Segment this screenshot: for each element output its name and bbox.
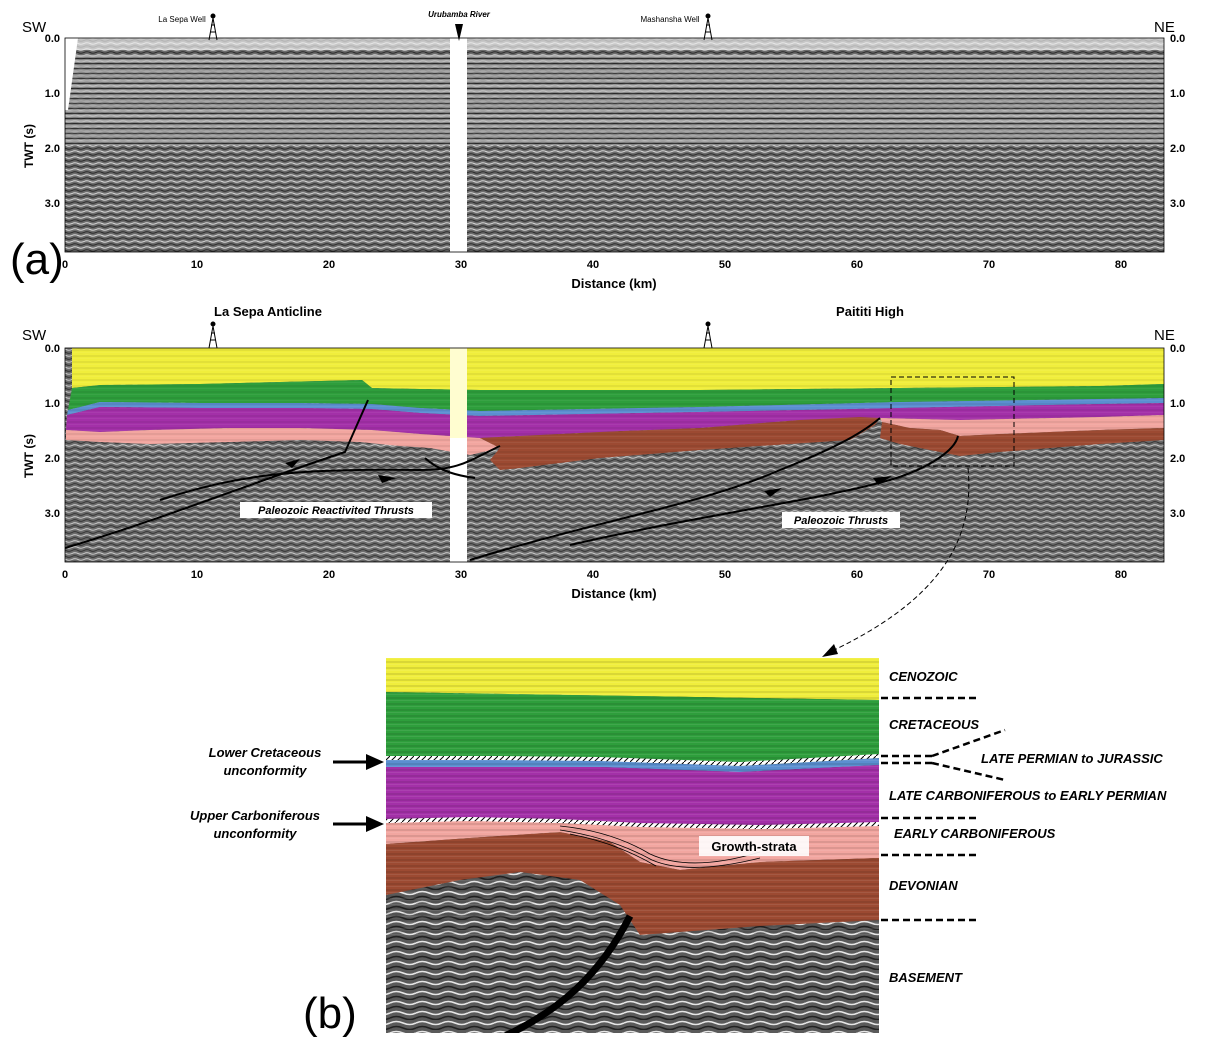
x-tick: 50 [719, 569, 731, 581]
river-arrow-icon [455, 24, 463, 41]
y-tick: 0.0 [45, 343, 60, 355]
lower-cretaceous-unconformity [386, 754, 879, 767]
corner-sw-b: SW [22, 327, 47, 344]
fault-line [503, 914, 634, 1033]
y-tick: 1.0 [1170, 398, 1185, 410]
well-label-la-sepa: La Sepa Well [158, 15, 206, 24]
thrust-arrow-icons [285, 459, 892, 497]
well-icon-mashansha [703, 13, 713, 41]
y-tick: 3.0 [45, 198, 60, 210]
label-reactivated-thrusts: Paleozoic Reactivited Thrusts [258, 505, 414, 517]
y-ticks-right-b: 0.0 1.0 2.0 3.0 [1170, 343, 1185, 520]
x-tick: 10 [191, 569, 203, 581]
panel-label-b: (b) [303, 989, 357, 1038]
unit-permian-jurassic: LATE PERMIAN to JURASSIC [981, 751, 1163, 766]
x-tick: 60 [851, 259, 863, 271]
well-icon-mashansha-2 [703, 321, 713, 349]
x-tick: 30 [455, 569, 467, 581]
growth-strata-lines [559, 825, 761, 868]
well-label-mashansha: Mashansha Well [641, 15, 700, 24]
x-axis-label-b: Distance (km) [571, 586, 656, 601]
y-tick: 3.0 [1170, 198, 1185, 210]
x-axis-label-a: Distance (km) [571, 276, 656, 291]
y-tick: 1.0 [1170, 88, 1185, 100]
x-tick: 50 [719, 259, 731, 271]
thrust-faults [65, 399, 959, 561]
well-icon-la-sepa [208, 13, 218, 41]
upper-carboniferous-unconformity [386, 816, 879, 830]
unit-legend: CENOZOIC CRETACEOUS LATE PERMIAN to JURA… [881, 669, 1167, 985]
x-tick: 10 [191, 259, 203, 271]
annot-lower-cret-2: unconformity [223, 763, 307, 778]
y-tick: 1.0 [45, 88, 60, 100]
corner-ne-a: NE [1154, 19, 1175, 36]
x-tick: 80 [1115, 569, 1127, 581]
annot-upper-carb-2: unconformity [213, 826, 297, 841]
label-growth-strata: Growth-strata [711, 839, 797, 854]
y-tick: 3.0 [45, 508, 60, 520]
river-label: Urubamba River [428, 10, 491, 19]
title-paititi-high: Paititi High [836, 304, 904, 319]
unit-devonian: DEVONIAN [889, 878, 958, 893]
seismic-section-a [65, 38, 1164, 252]
y-tick: 2.0 [45, 453, 60, 465]
arrow-lower-cret-icon [333, 754, 384, 770]
y-ticks-left-a: 0.0 1.0 2.0 3.0 [45, 33, 60, 210]
y-tick: 2.0 [1170, 143, 1185, 155]
x-tick: 20 [323, 569, 335, 581]
x-tick: 60 [851, 569, 863, 581]
x-tick: 30 [455, 259, 467, 271]
x-tick: 80 [1115, 259, 1127, 271]
panel-a: (a) SW NE La Sepa Well Urubamba River Ma… [10, 10, 1185, 291]
y-tick: 0.0 [1170, 33, 1185, 45]
x-tick: 20 [323, 259, 335, 271]
unit-early-carb: EARLY CARBONIFEROUS [894, 826, 1056, 841]
unit-basement: BASEMENT [889, 970, 963, 985]
detail-box [890, 376, 1015, 467]
corner-sw-a: SW [22, 19, 47, 36]
x-tick: 70 [983, 259, 995, 271]
detail-connector [829, 467, 970, 653]
x-tick: 40 [587, 259, 599, 271]
y-tick: 0.0 [45, 33, 60, 45]
unit-carb-permian: LATE CARBONIFEROUS to EARLY PERMIAN [889, 788, 1167, 803]
x-tick: 70 [983, 569, 995, 581]
x-ticks-b: 0 10 20 30 40 50 60 70 80 [62, 569, 1127, 581]
y-axis-label-a: TWT (s) [22, 124, 36, 168]
y-tick: 3.0 [1170, 508, 1185, 520]
title-la-sepa-anticline: La Sepa Anticline [214, 304, 322, 319]
unit-cenozoic: CENOZOIC [889, 669, 958, 684]
annot-lower-cret-1: Lower Cretaceous [209, 745, 322, 760]
y-axis-label-b: TWT (s) [22, 434, 36, 478]
y-tick: 0.0 [1170, 343, 1185, 355]
x-ticks-a: 0 10 20 30 40 50 60 70 80 [62, 259, 1127, 271]
panel-label-a: (a) [10, 235, 64, 284]
arrow-upper-carb-icon [333, 816, 384, 832]
label-paleozoic-thrusts: Paleozoic Thrusts [794, 515, 888, 527]
y-tick: 2.0 [45, 143, 60, 155]
unit-boundaries [881, 696, 1006, 922]
corner-ne-b: NE [1154, 327, 1175, 344]
annot-upper-carb-1: Upper Carboniferous [190, 808, 320, 823]
unit-cretaceous: CRETACEOUS [889, 717, 979, 732]
well-icon-la-sepa-2 [208, 321, 218, 349]
panel-b: Growth-strata (b) Lower Cretaceous uncon… [190, 658, 1167, 1038]
x-tick: 0 [62, 569, 68, 581]
interpreted-section [65, 348, 1164, 562]
y-tick: 2.0 [1170, 453, 1185, 465]
panel-a-interpreted: Paleozoic Reactivited Thrusts Paleozoic … [22, 304, 1185, 657]
x-tick: 40 [587, 569, 599, 581]
y-tick: 1.0 [45, 398, 60, 410]
x-tick: 0 [62, 259, 68, 271]
detail-section [386, 658, 879, 1033]
y-ticks-left-b: 0.0 1.0 2.0 3.0 [45, 343, 60, 520]
y-ticks-right-a: 0.0 1.0 2.0 3.0 [1170, 33, 1185, 210]
connector-arrow-icon [822, 644, 838, 657]
